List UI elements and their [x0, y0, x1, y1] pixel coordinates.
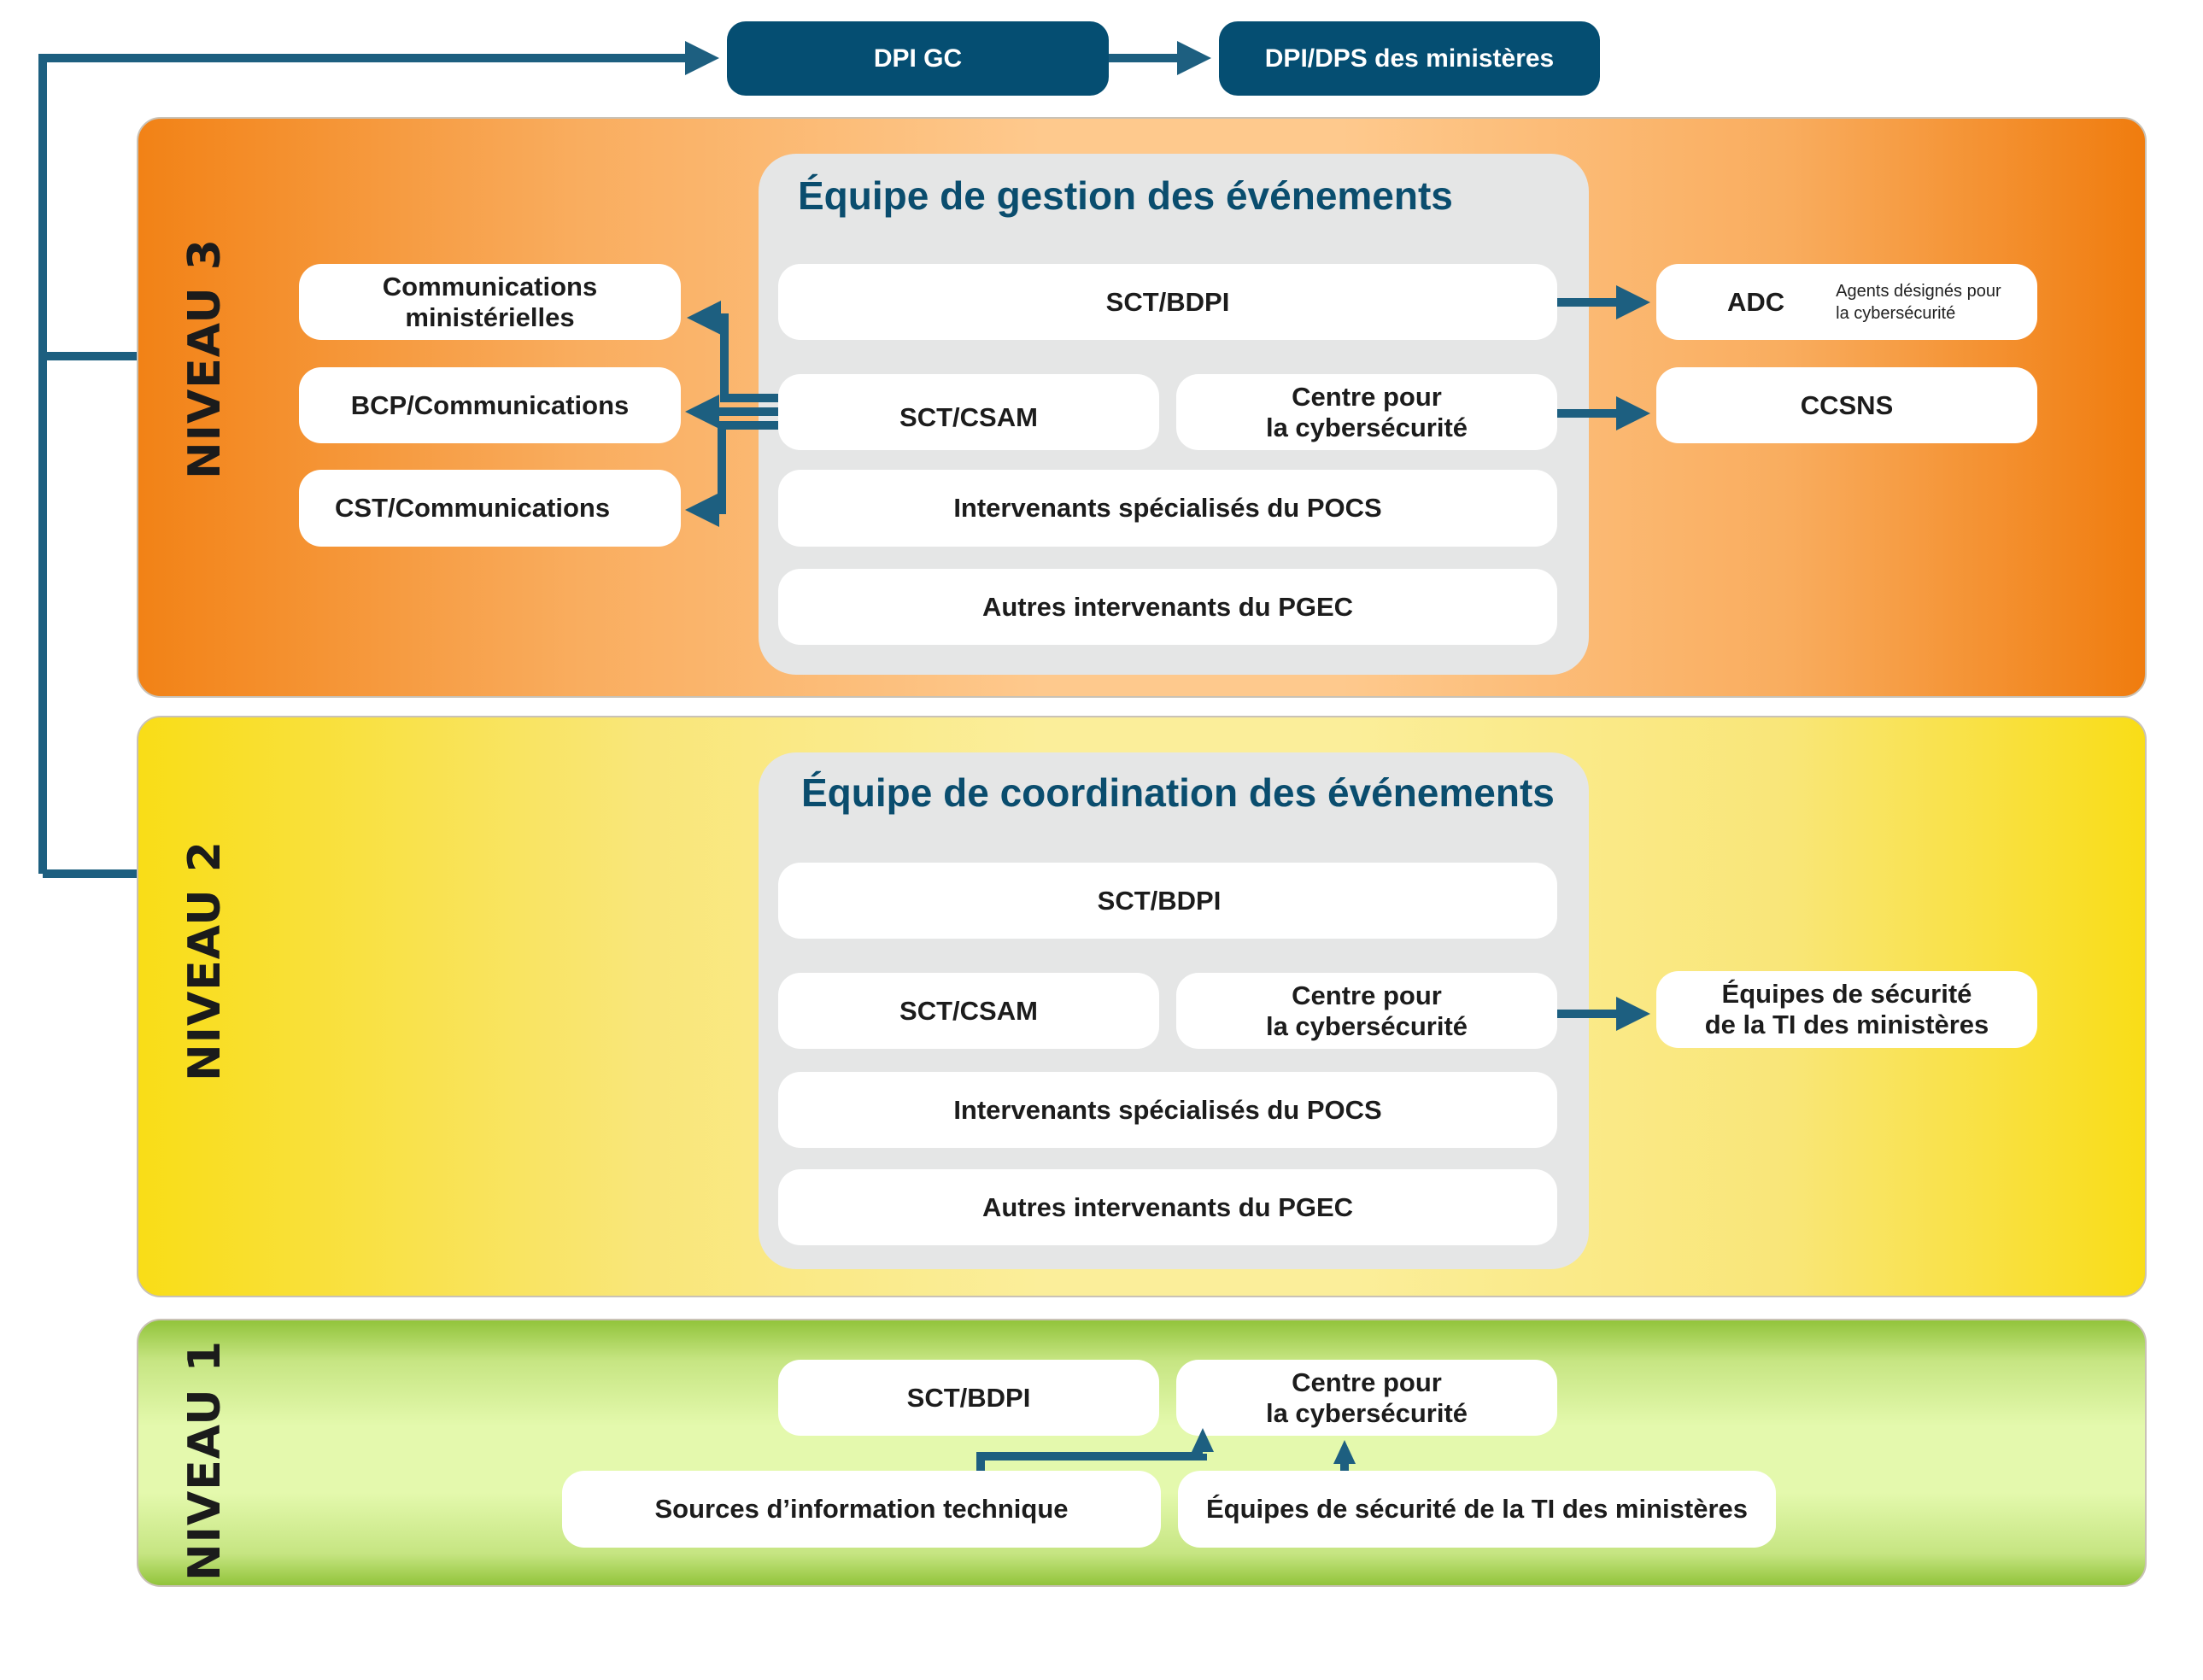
adc-description: Agents désignés pour la cybersécurité [1836, 281, 2001, 323]
csam-to-comm-min-arrow [687, 301, 778, 402]
l3-pocs-box[interactable]: Intervenants spécialisés du POCS [778, 470, 1557, 547]
l1-sources-info-box[interactable]: Sources d’information technique [562, 1471, 1161, 1548]
arrowhead-up-icon [1333, 1440, 1356, 1464]
comm-ministerielles-box[interactable]: Communications ministérielles [299, 264, 681, 340]
l1-equipes-securite-box[interactable]: Équipes de sécurité de la TI des ministè… [1178, 1471, 1776, 1548]
dpi-dps-box[interactable]: DPI/DPS des ministères [1219, 21, 1600, 96]
cst-communications-box[interactable]: CST/Communications [299, 470, 681, 547]
adc-box[interactable]: ADC Agents désignés pour la cybersécurit… [1656, 264, 2037, 340]
dpi-gc-box[interactable]: DPI GC [727, 21, 1109, 96]
sources-to-centre-arrow [976, 1452, 1207, 1471]
l3-sct-csam-box[interactable]: SCT/CSAM [778, 374, 1159, 450]
l1-sct-bdpi-box[interactable]: SCT/BDPI [778, 1360, 1159, 1436]
csam-to-cst-arrow [685, 421, 778, 527]
l2-pocs-box[interactable]: Intervenants spécialisés du POCS [778, 1072, 1557, 1148]
l2-sct-bdpi-box[interactable]: SCT/BDPI [778, 863, 1557, 939]
ccsns-box[interactable]: CCSNS [1656, 367, 2037, 443]
escalation-bracket-line [38, 41, 719, 874]
l3-sct-bdpi-box[interactable]: SCT/BDPI [778, 264, 1557, 340]
team-title: Équipe de gestion des événements [798, 173, 1453, 218]
l2-sct-csam-box[interactable]: SCT/CSAM [778, 973, 1159, 1049]
adc-label: ADC [1727, 286, 1785, 317]
arrowhead-up-icon [1192, 1428, 1214, 1452]
bcp-communications-box[interactable]: BCP/Communications [299, 367, 681, 443]
l2-equipes-securite-box[interactable]: Équipes de sécurité de la TI des ministè… [1656, 971, 2037, 1048]
l3-pgec-box[interactable]: Autres intervenants du PGEC [778, 569, 1557, 645]
l1-centre-cyber-box[interactable]: Centre pour la cybersécurité [1176, 1360, 1557, 1436]
l2-centre-cyber-box[interactable]: Centre pour la cybersécurité [1176, 973, 1557, 1049]
l2-pgec-box[interactable]: Autres intervenants du PGEC [778, 1169, 1557, 1245]
l3-centre-cyber-box[interactable]: Centre pour la cybersécurité [1176, 374, 1557, 450]
team-title: Équipe de coordination des événements [801, 770, 1555, 815]
